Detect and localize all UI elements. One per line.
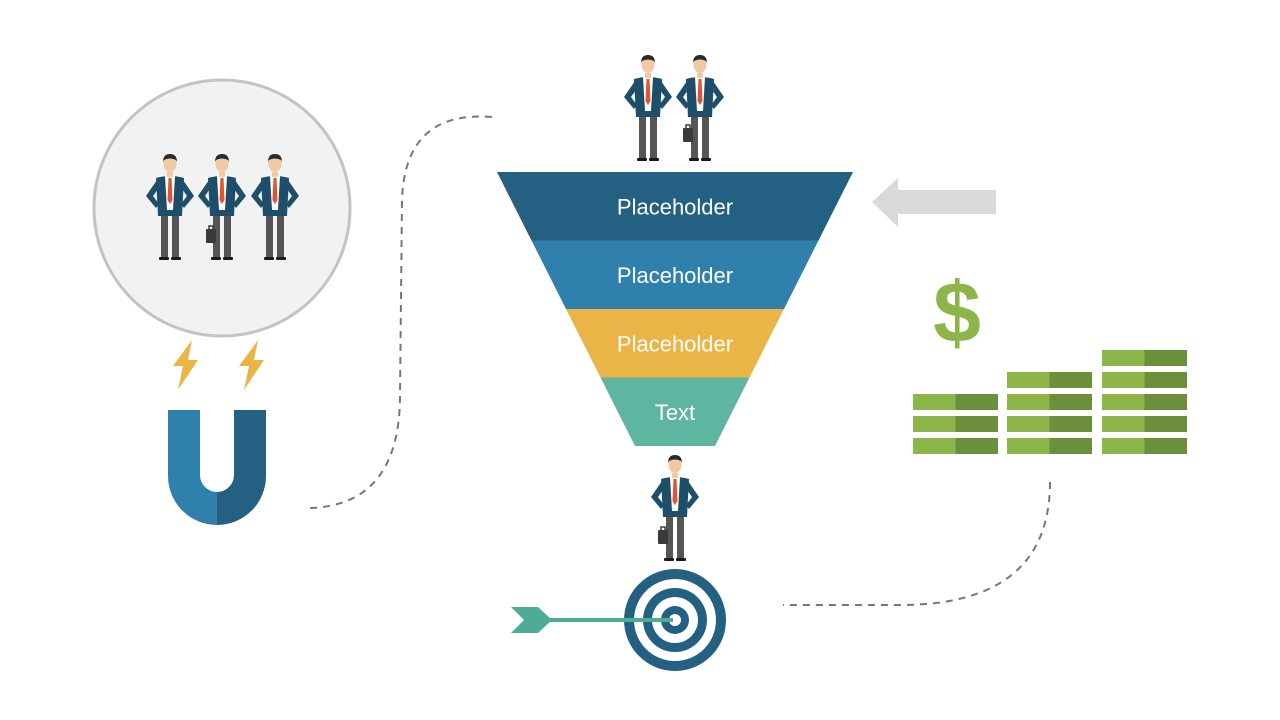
funnel-stage xyxy=(497,172,853,241)
money-bill xyxy=(913,416,956,432)
money-bill xyxy=(955,416,998,432)
money-bill xyxy=(1144,438,1187,454)
dashed-connector-right xyxy=(783,481,1051,606)
money-bill xyxy=(1049,372,1092,388)
money-bill xyxy=(1007,438,1050,454)
money-bill xyxy=(1102,438,1145,454)
money-bill xyxy=(1102,394,1145,410)
money-bill xyxy=(1102,350,1145,366)
dollar-icon: $ xyxy=(933,265,981,361)
target-icon xyxy=(624,569,726,671)
money-bill xyxy=(1049,394,1092,410)
audience-group xyxy=(92,78,352,338)
funnel-stage-label: Text xyxy=(655,400,695,425)
money-bill xyxy=(1049,416,1092,432)
money-bill xyxy=(1144,350,1187,366)
funnel-stage xyxy=(566,309,784,378)
money-bill xyxy=(1144,416,1187,432)
money-bill xyxy=(1102,416,1145,432)
funnel-stage-label: Placeholder xyxy=(617,263,733,288)
money-bill xyxy=(955,394,998,410)
money-bill xyxy=(1007,394,1050,410)
money-bill xyxy=(955,438,998,454)
funnel-stage xyxy=(600,377,750,446)
money-bill xyxy=(1144,372,1187,388)
funnel-top-people xyxy=(624,55,724,161)
magnet-icon xyxy=(168,410,266,525)
funnel-stage-label: Placeholder xyxy=(617,331,733,356)
funnel-stage-label: Placeholder xyxy=(617,194,733,219)
money-bill xyxy=(1102,372,1145,388)
converted-person xyxy=(651,455,699,561)
money-bill xyxy=(1144,394,1187,410)
money-stack-icon xyxy=(913,350,1187,454)
funnel-stage xyxy=(531,240,819,309)
money-bill xyxy=(1007,416,1050,432)
money-bill xyxy=(1007,372,1050,388)
arrow-left-icon xyxy=(872,178,996,227)
dart-icon xyxy=(511,607,673,633)
money-bill xyxy=(913,394,956,410)
money-bill xyxy=(1049,438,1092,454)
money-bill xyxy=(913,438,956,454)
lightning-icon xyxy=(173,340,264,390)
